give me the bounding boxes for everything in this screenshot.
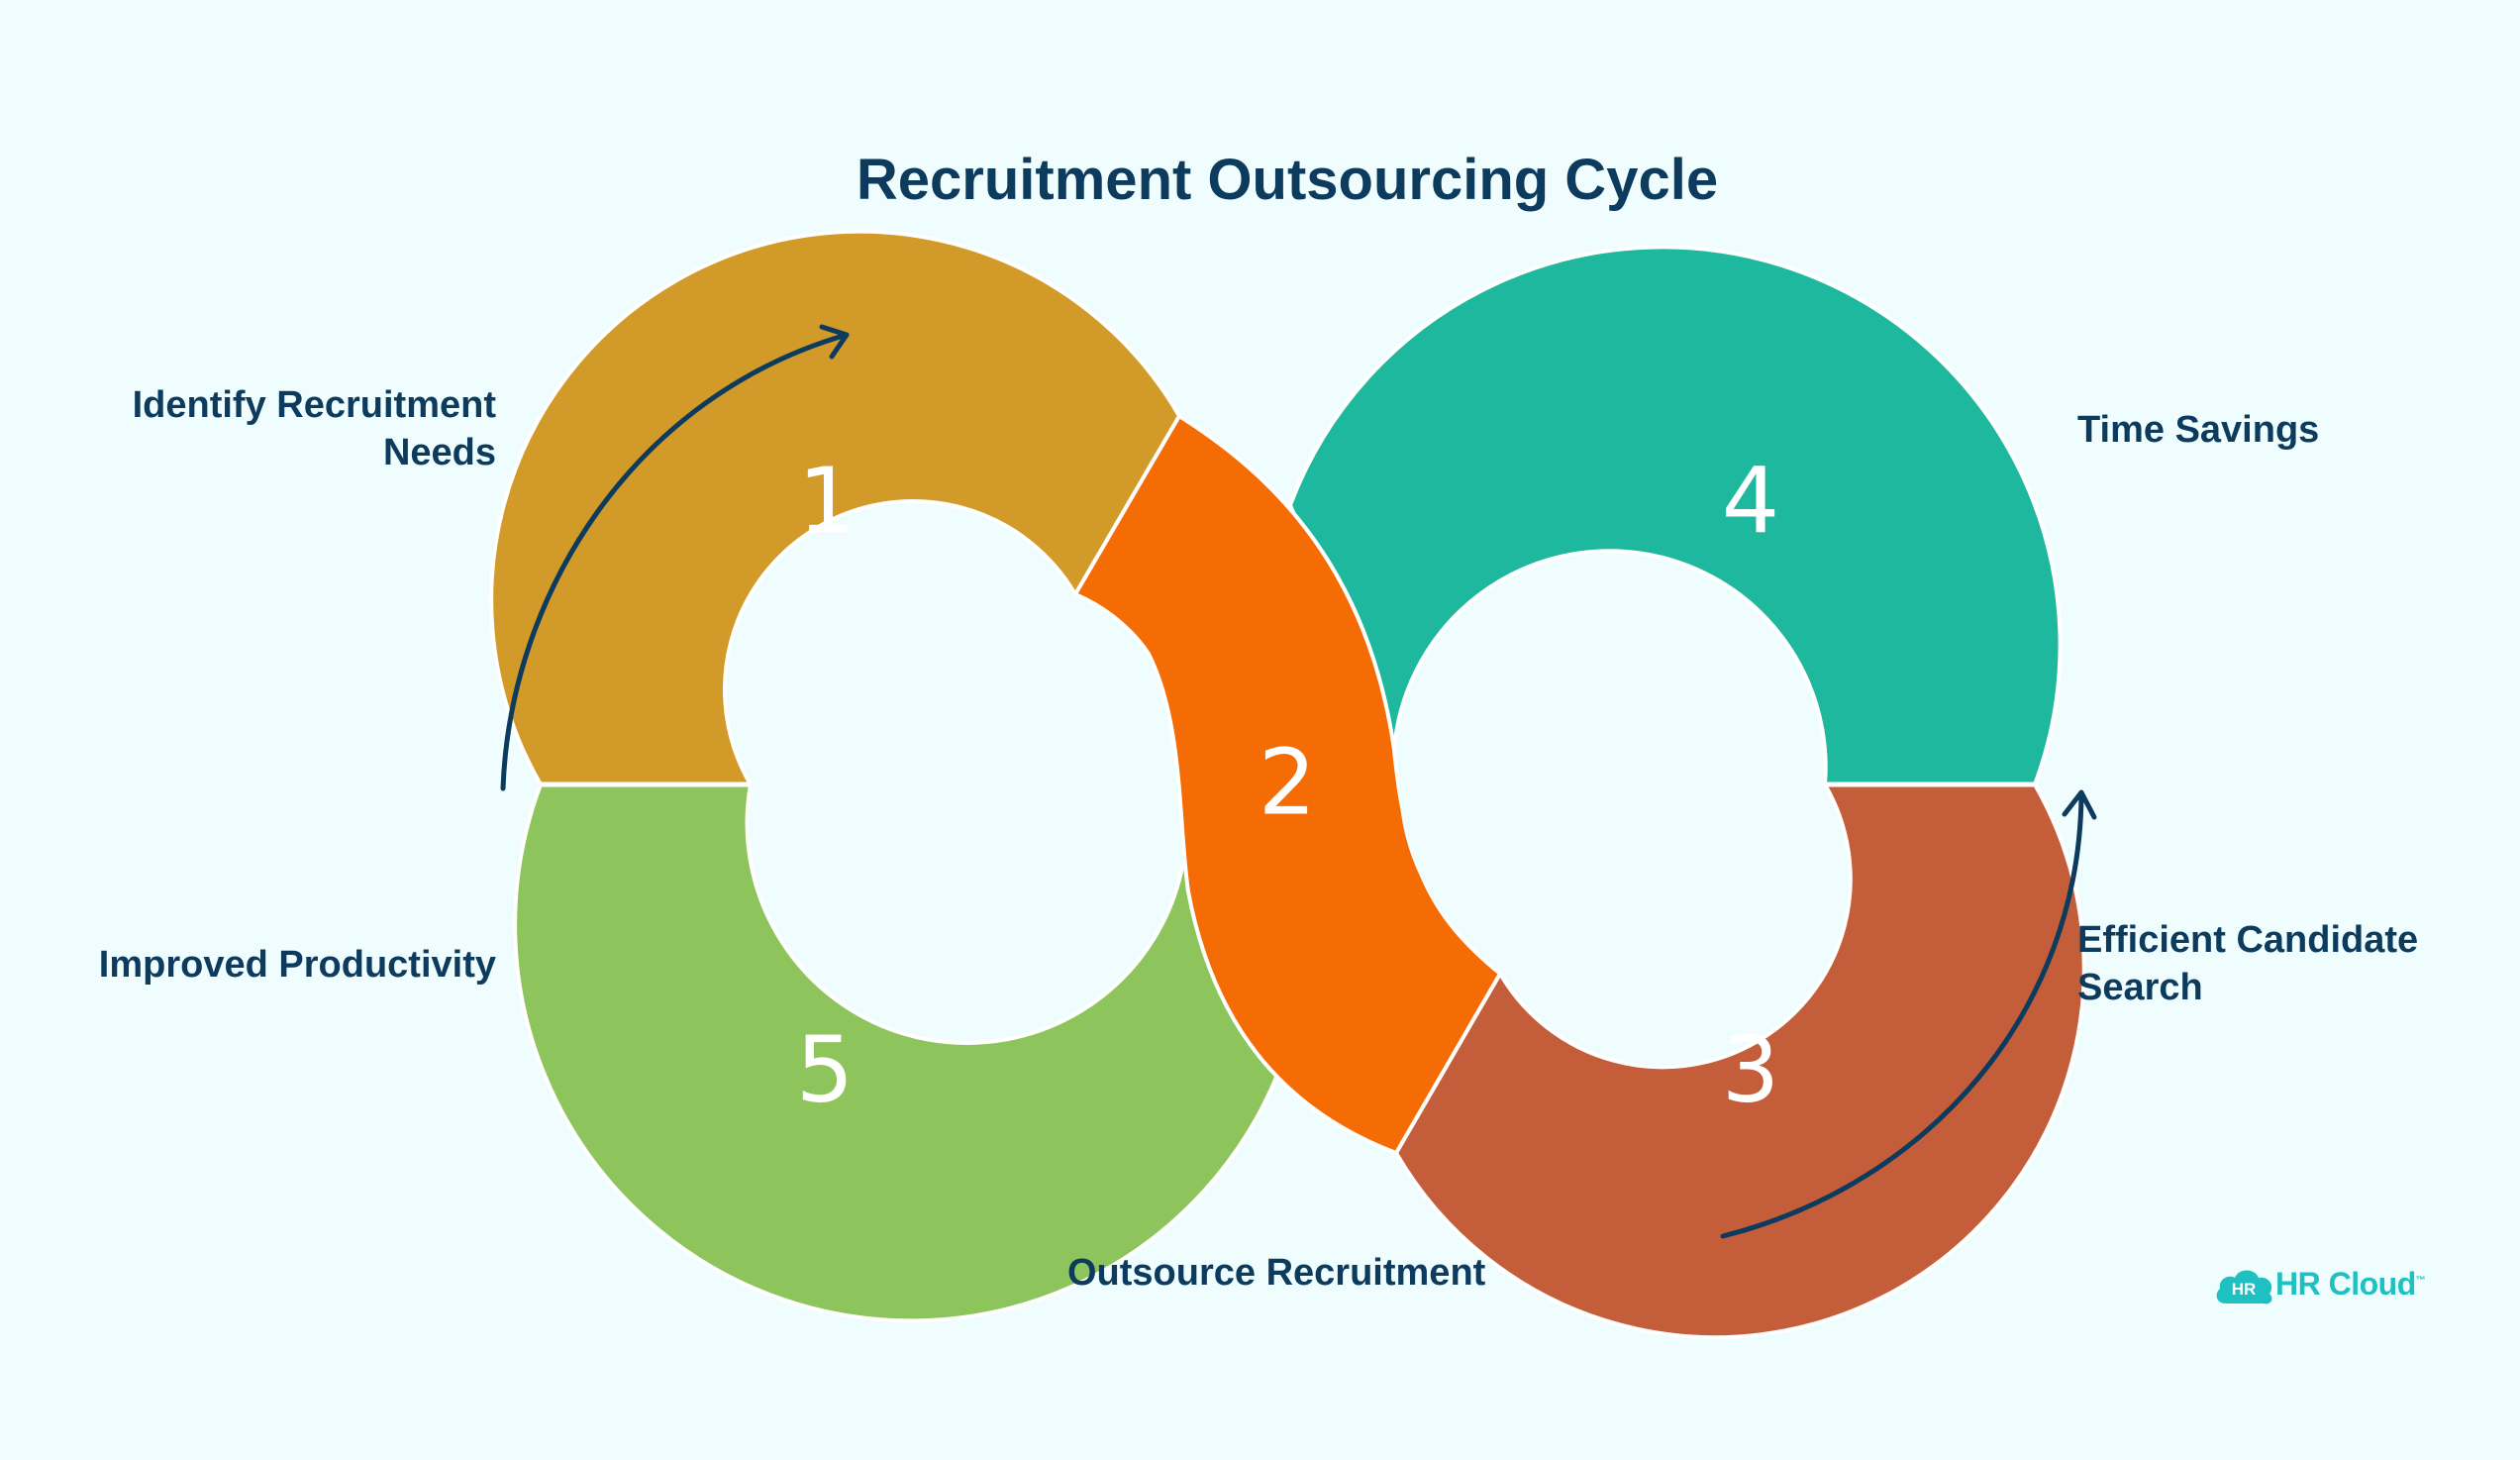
step-label-2-line-1: Outsource Recruitment — [1067, 1252, 1486, 1294]
cycle-arrow-left — [500, 332, 850, 791]
step-label-3-line-2: Search — [2077, 967, 2203, 1008]
step-label-5: Improved Productivity — [99, 941, 496, 989]
cycle-arrow-left-head — [819, 324, 850, 360]
step-number-4: 4 — [1722, 448, 1780, 554]
cycle-arrow-right-head — [2062, 789, 2097, 820]
logo-trademark: ™ — [2415, 1275, 2426, 1287]
inner-hole-right — [1399, 573, 1823, 996]
logo-text: HR Cloud™ — [2275, 1266, 2426, 1303]
segment-3 — [1393, 782, 2086, 1340]
step-label-2: Outsource Recruitment — [1067, 1249, 1485, 1297]
step-number-5: 5 — [796, 1016, 855, 1122]
inner-hole-left — [752, 573, 1175, 996]
diagram-title: Recruitment Outsourcing Cycle — [856, 148, 1719, 212]
step-number-2: 2 — [1259, 729, 1317, 835]
logo-name: HR Cloud — [2275, 1266, 2416, 1302]
step-number-1: 1 — [798, 448, 857, 554]
step-label-1-line-1: Identify Recruitment — [132, 384, 496, 426]
segment-4 — [1287, 245, 2063, 786]
segment-1 — [489, 229, 1182, 786]
step-label-4-line-1: Time Savings — [2077, 409, 2320, 451]
segment-2 — [1072, 413, 1503, 1156]
step-label-1: Identify Recruitment Needs — [133, 381, 496, 476]
logo-badge-text: HR — [2232, 1280, 2257, 1299]
hr-cloud-logo-icon: HR — [2216, 1270, 2272, 1304]
cycle-arrow-right — [1720, 792, 2084, 1239]
step-label-4: Time Savings — [2077, 406, 2319, 454]
step-number-3: 3 — [1722, 1016, 1780, 1122]
segment-5 — [513, 782, 1284, 1323]
step-label-1-line-2: Needs — [382, 432, 496, 473]
step-label-5-line-1: Improved Productivity — [98, 944, 496, 986]
step-label-3-line-1: Efficient Candidate — [2077, 919, 2419, 961]
step-label-3: Efficient Candidate Search — [2077, 916, 2418, 1011]
